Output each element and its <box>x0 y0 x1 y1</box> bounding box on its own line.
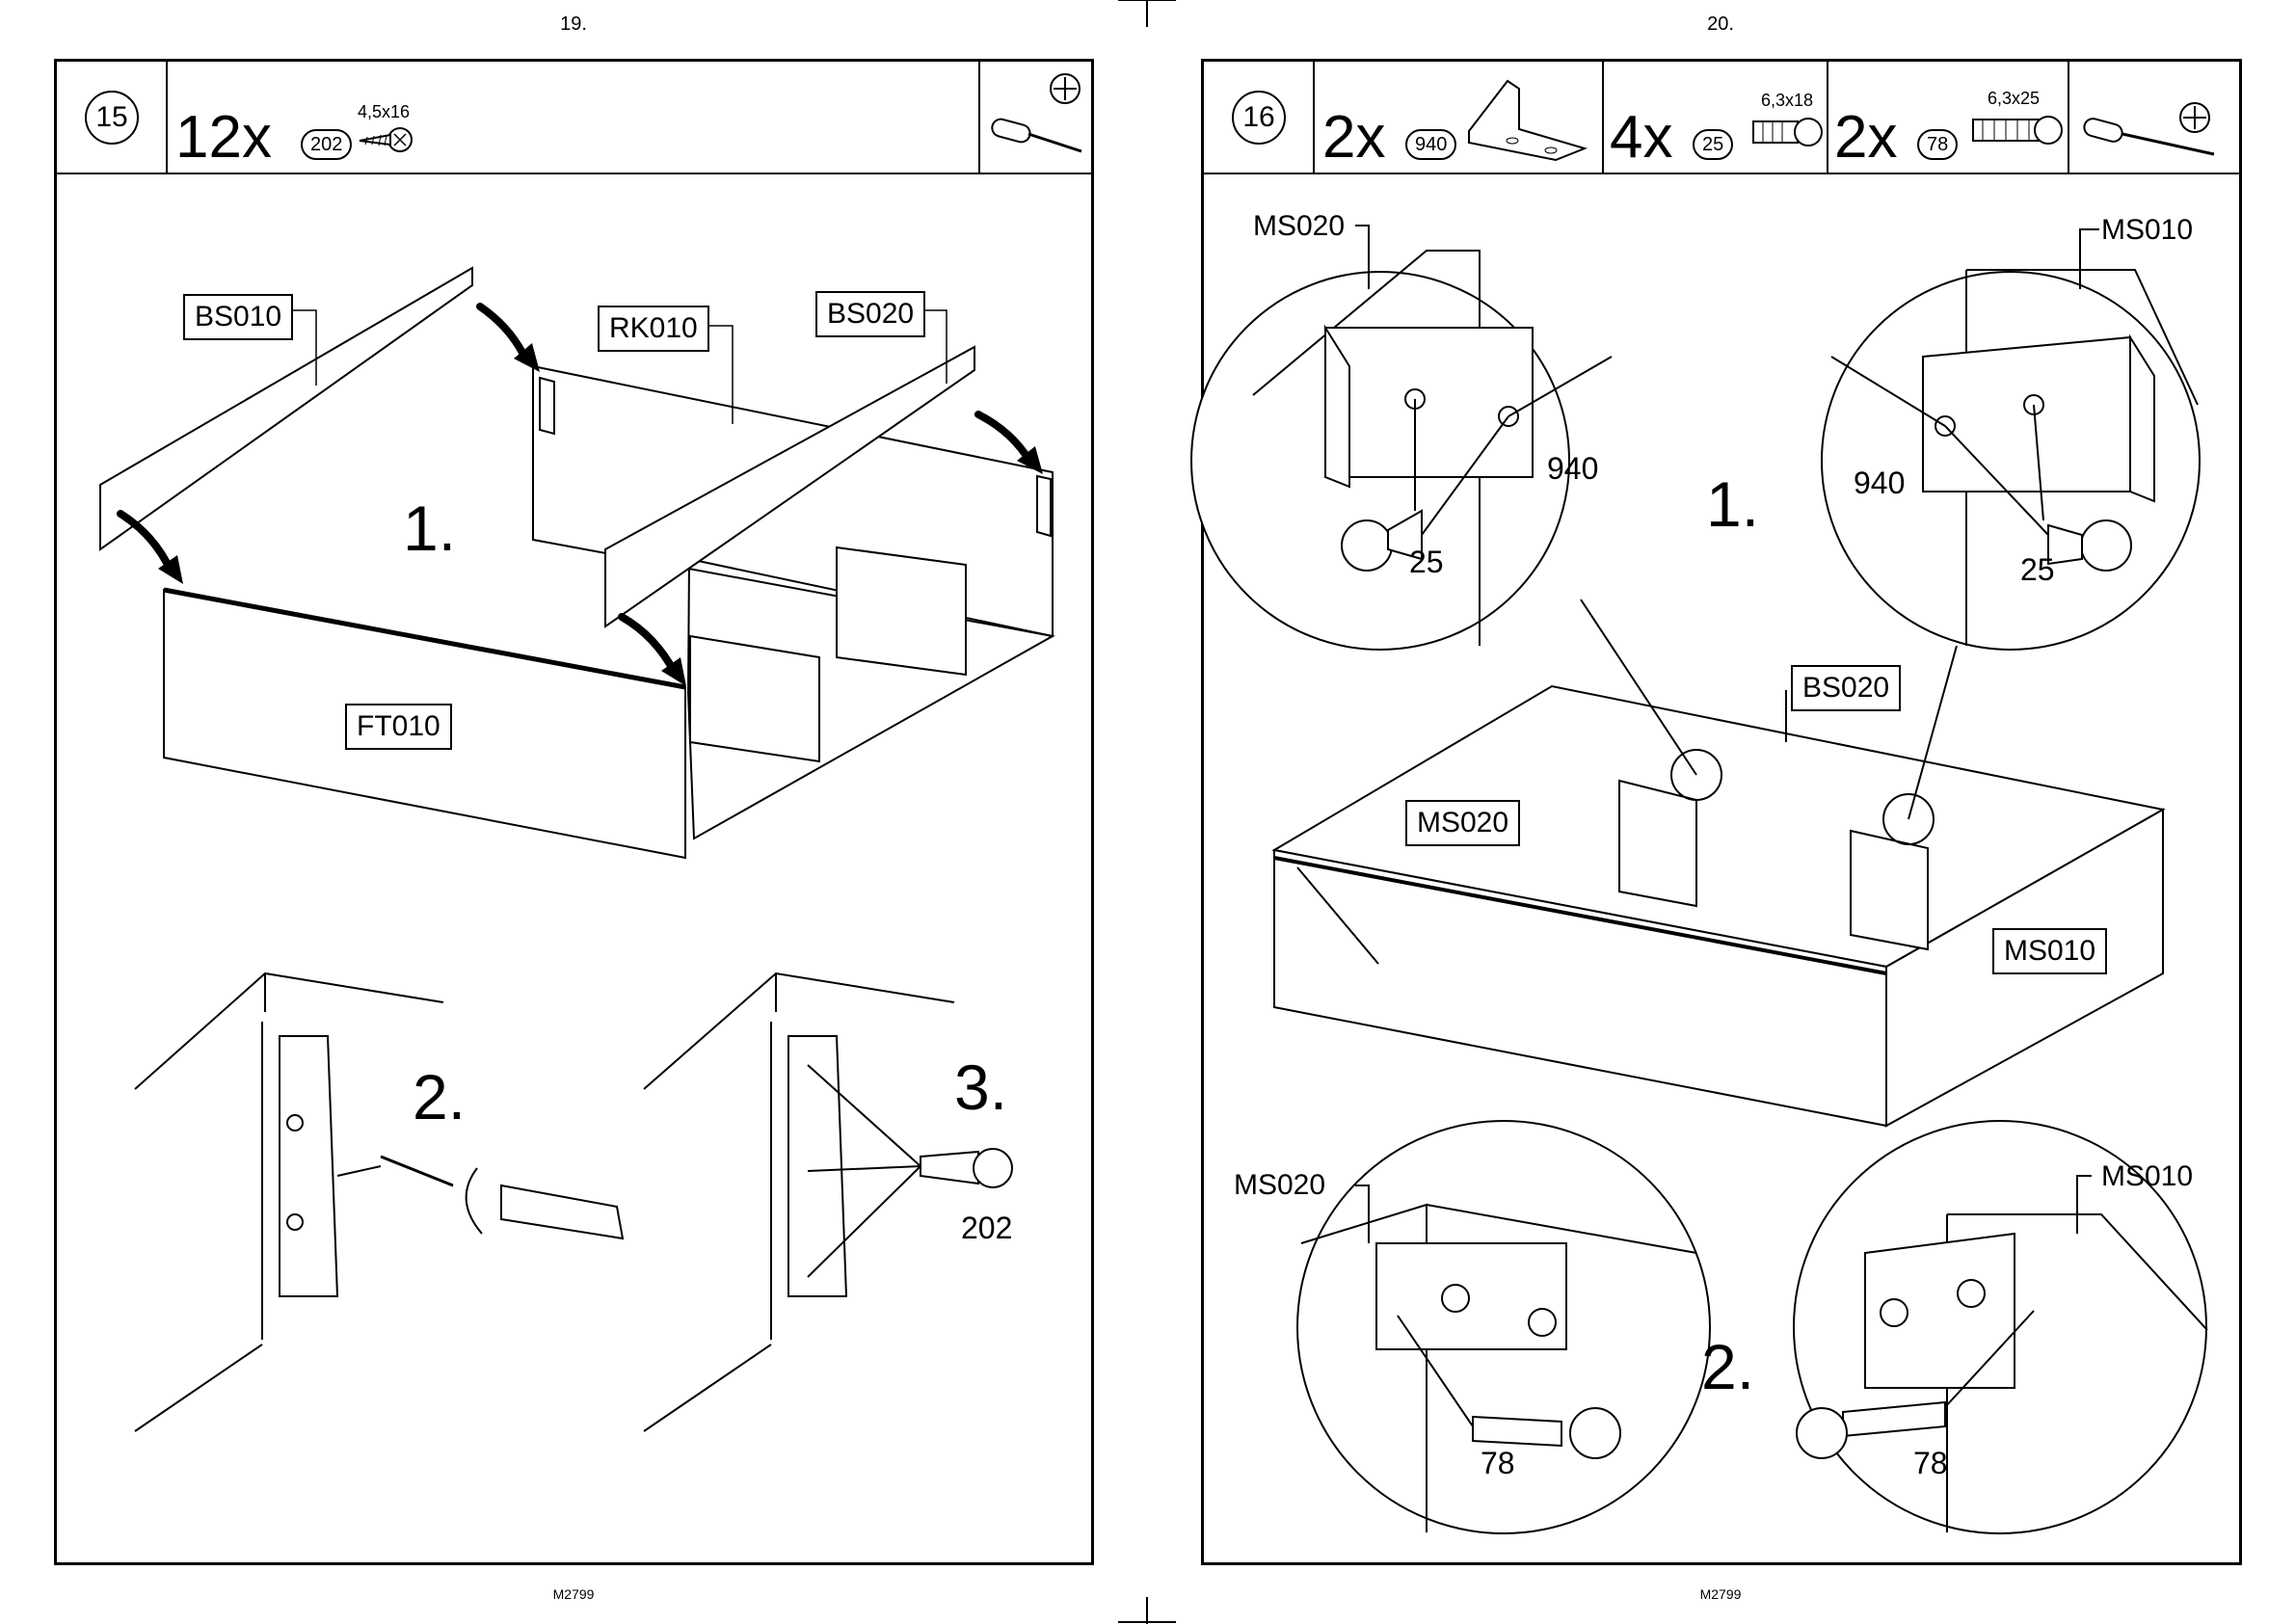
label-ms020-mid: MS020 <box>1405 800 1520 846</box>
substep-1-right: 1. <box>1706 467 1759 541</box>
label-ms010-mid: MS010 <box>1992 928 2107 974</box>
label-ms010-bottom: MS010 <box>2101 1160 2193 1193</box>
label-bs020: BS020 <box>1791 665 1901 711</box>
footer-right: M2799 <box>1663 1586 1778 1602</box>
label-ms020-top: MS020 <box>1253 210 1345 243</box>
callout-screw-25-left: 25 <box>1409 545 1444 580</box>
callout-bracket-940-right: 940 <box>1854 466 1905 501</box>
callout-screw-78-right: 78 <box>1913 1446 1948 1481</box>
callout-screw-78-left: 78 <box>1481 1446 1515 1481</box>
callout-screw-25-right: 25 <box>2020 552 2055 588</box>
label-ms020-bottom: MS020 <box>1234 1169 1325 1202</box>
substep-2-right: 2. <box>1701 1330 1754 1403</box>
callout-bracket-940-left: 940 <box>1547 451 1598 487</box>
label-ms010-top: MS010 <box>2101 214 2193 247</box>
